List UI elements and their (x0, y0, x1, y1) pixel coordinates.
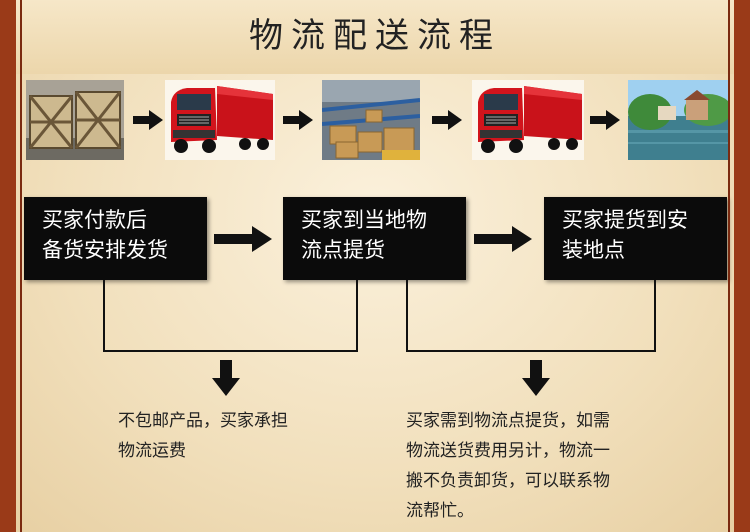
connector-line (103, 350, 358, 352)
step-2-line-1: 买家到当地物 (301, 208, 427, 232)
note-2-line-3: 搬不负责卸货，可以联系物 (406, 471, 610, 491)
step-box-1: 买家付款后 备货安排发货 (24, 197, 207, 280)
note-2-line-2: 物流送货费用另计，物流一 (406, 441, 610, 461)
arrow-right-icon (214, 226, 272, 252)
step-1-line-1: 买家付款后 (42, 208, 147, 232)
destination-image (628, 80, 728, 160)
connector-line (654, 280, 656, 352)
note-1-line-2: 物流运费 (118, 441, 186, 461)
arrow-down-icon (212, 360, 240, 396)
step-3-line-2: 装地点 (562, 238, 625, 262)
note-no-free-shipping: 不包邮产品，买家承担 物流运费 (118, 406, 288, 466)
connector-line (406, 280, 408, 352)
header-band (0, 0, 750, 74)
connector-line (356, 280, 358, 352)
arrow-right-icon (590, 110, 620, 130)
arrow-right-icon (283, 110, 313, 130)
step-box-3: 买家提货到安 装地点 (544, 197, 727, 280)
step-1-line-2: 备货安排发货 (42, 238, 168, 262)
note-1-line-1: 不包邮产品，买家承担 (118, 411, 288, 431)
arrow-down-icon (522, 360, 550, 396)
arrow-right-icon (432, 110, 462, 130)
step-box-2: 买家到当地物 流点提货 (283, 197, 466, 280)
arrow-right-icon (474, 226, 532, 252)
step-2-line-2: 流点提货 (301, 238, 385, 262)
warehouse-image (322, 80, 420, 160)
truck-image-1 (165, 80, 275, 160)
truck-image-2 (472, 80, 584, 160)
note-pickup: 买家需到物流点提货，如需 物流送货费用另计，物流一 搬不负责卸货，可以联系物 流… (406, 406, 610, 526)
crates-image (26, 80, 124, 160)
page-title: 物流配送流程 (249, 16, 501, 56)
step-3-line-1: 买家提货到安 (562, 208, 688, 232)
connector-line (406, 350, 656, 352)
note-2-line-1: 买家需到物流点提货，如需 (406, 411, 610, 431)
connector-line (103, 280, 105, 352)
note-2-line-4: 流帮忙。 (406, 501, 474, 521)
arrow-right-icon (133, 110, 163, 130)
